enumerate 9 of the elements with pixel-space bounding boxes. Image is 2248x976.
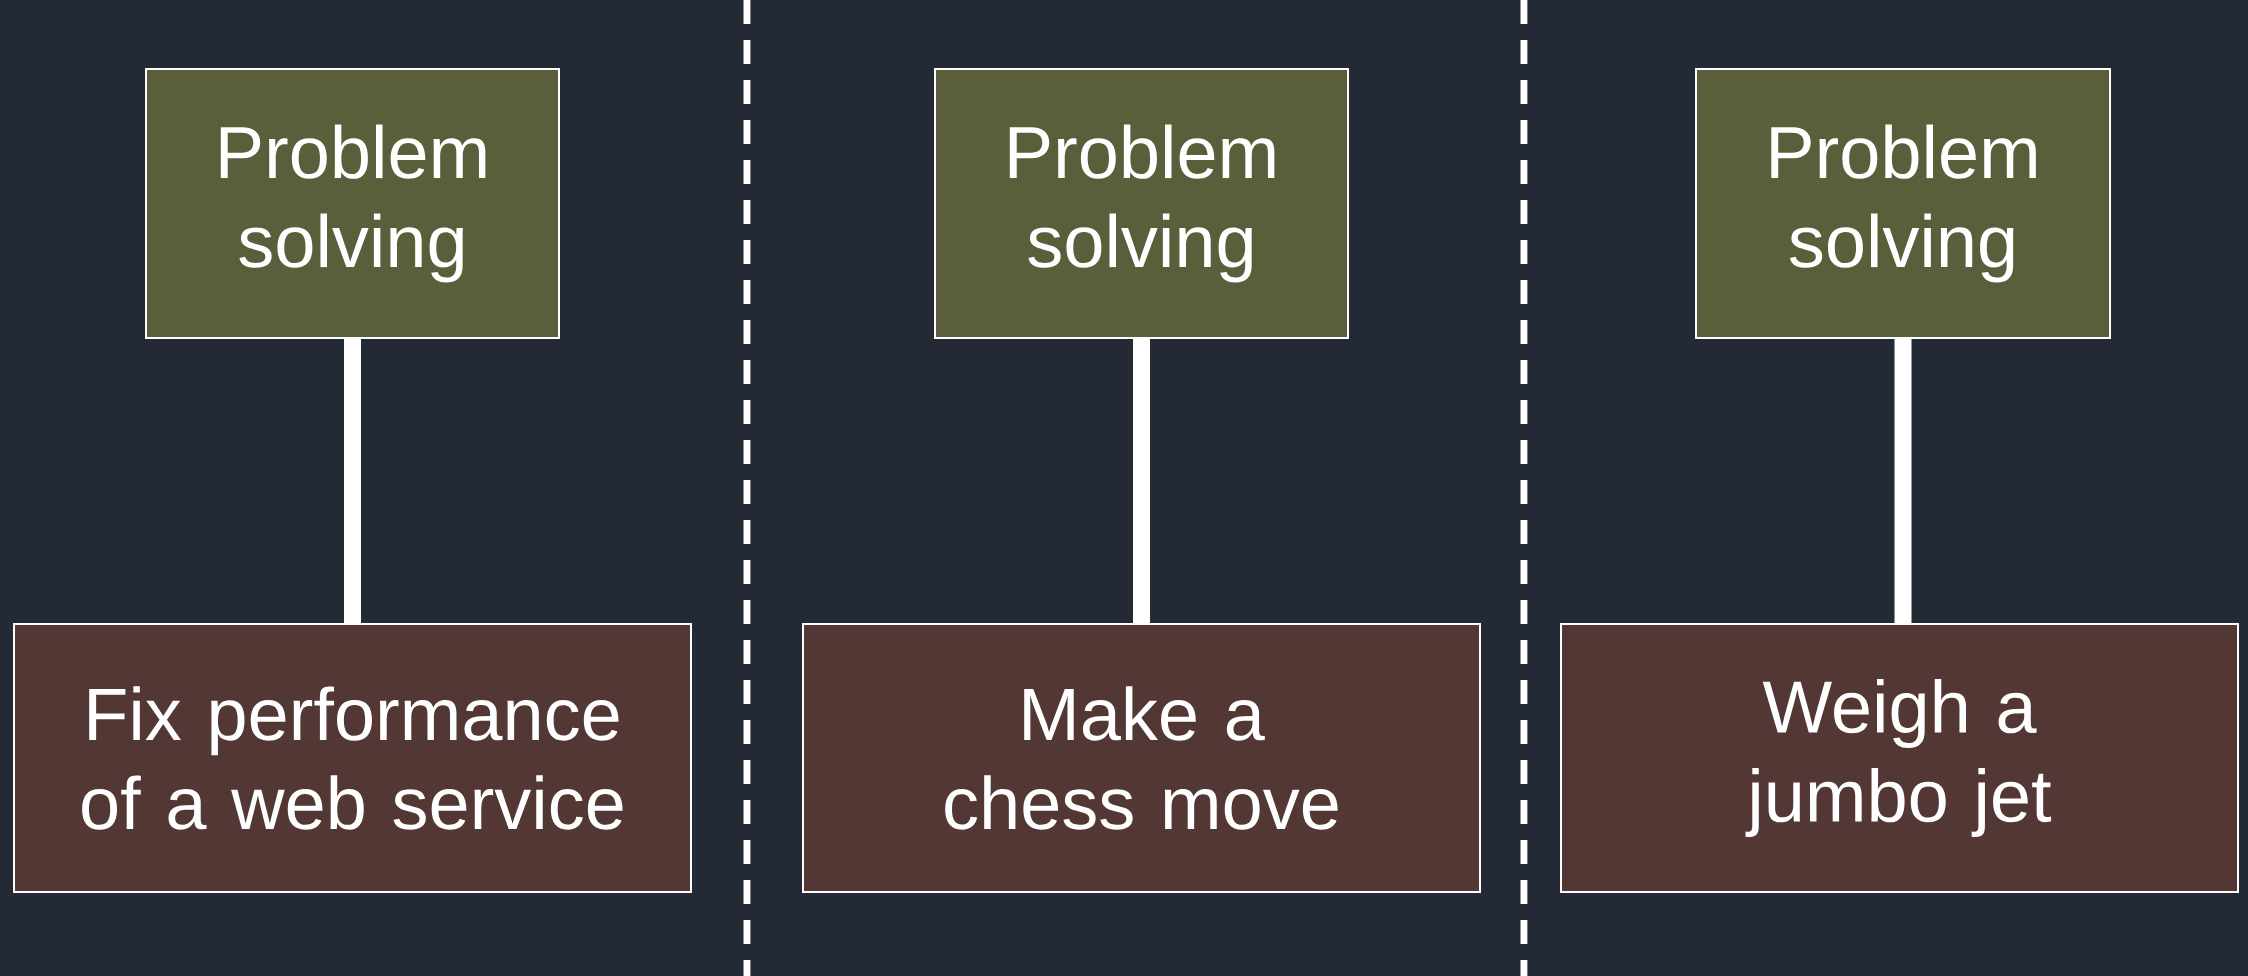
connector-line <box>1133 339 1150 623</box>
task-box: Make a chess move <box>802 623 1481 893</box>
problem-box: Problem solving <box>934 68 1349 339</box>
connector-line <box>344 339 361 623</box>
task-box: Weigh a jumbo jet <box>1560 623 2239 893</box>
connector-line <box>1894 339 1912 623</box>
task-box: Fix performance of a web service <box>13 623 692 893</box>
problem-box: Problem solving <box>1695 68 2111 339</box>
problem-box: Problem solving <box>145 68 560 339</box>
